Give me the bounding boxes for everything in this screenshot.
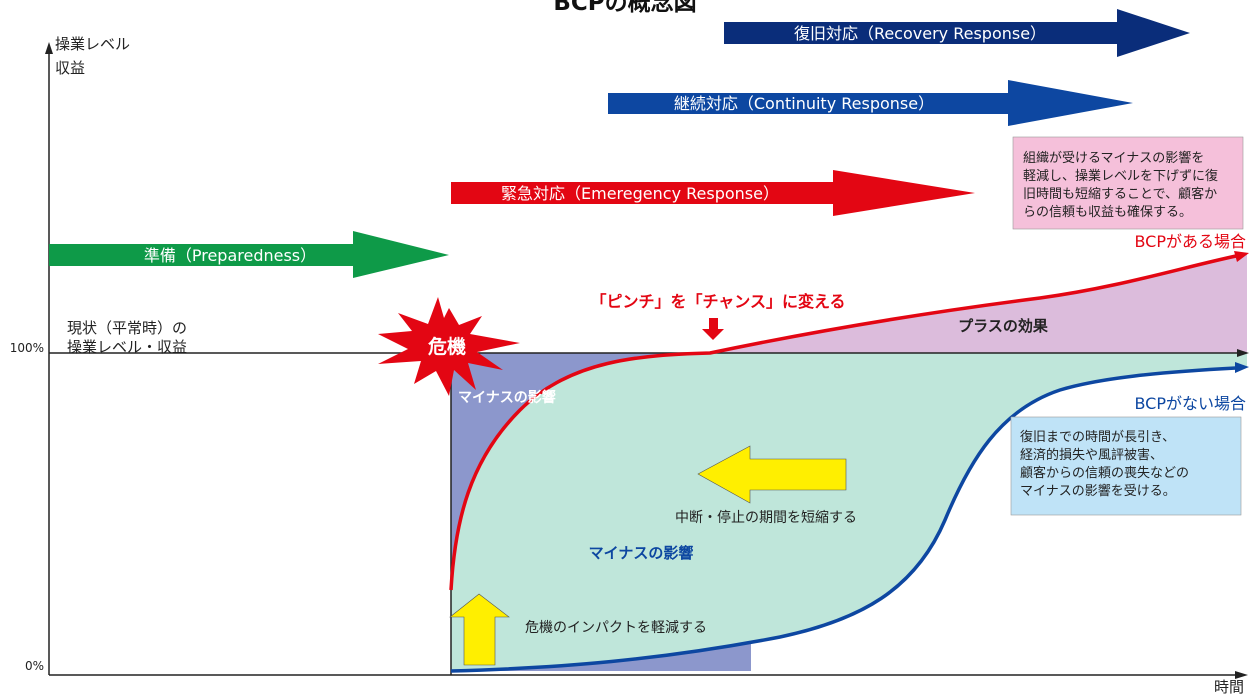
continuity-response-label: 継続対応（Continuity Response） [674,94,934,113]
with-bcp-note-line: 旧時間も短縮することで、顧客か [1023,186,1217,202]
baseline-arrowhead [1237,349,1249,357]
preparedness-arrow: 準備（Preparedness） [49,231,449,278]
x-axis-arrowhead [1235,671,1248,679]
reduce-impact-label: 危機のインパクトを軽減する [525,619,707,636]
with-bcp-label: BCPがある場合 [1134,232,1246,251]
continuity-response-arrow: 継続対応（Continuity Response） [608,80,1133,126]
minus-impact-lower-label: マイナスの影響 [589,544,694,562]
x-axis-label: 時間 [1214,678,1244,695]
diagram-title: BCPの概念図 [553,0,696,16]
tick-100-percent: 100% [10,341,44,355]
without-bcp-label: BCPがない場合 [1134,394,1246,413]
preparedness-label: 準備（Preparedness） [144,246,316,265]
emergency-response-label: 緊急対応（Emeregency Response） [501,184,779,203]
without-bcp-note: 復旧までの時間が長引き、 経済的損失や風評被害、 顧客からの信頼の喪失などの マ… [1010,416,1242,516]
baseline-label-line1: 現状（平常時）の [67,319,187,337]
with-bcp-arrowhead [1234,251,1249,262]
pinch-down-arrow-icon [702,318,724,340]
minus-impact-upper-label: マイナスの影響 [458,389,556,406]
with-bcp-curve [449,254,1237,591]
recovery-response-arrow: 復旧対応（Recovery Response） [724,9,1190,57]
without-bcp-curve [450,366,1237,673]
shorten-downtime-label: 中断・停止の期間を短縮する [675,509,857,526]
without-bcp-arrowhead [1235,362,1249,373]
without-bcp-note-line: マイナスの影響を受ける。 [1020,483,1176,499]
without-bcp-note-line: 経済的損失や風評被害、 [1020,447,1163,463]
reduce-impact-arrow-icon [449,593,510,666]
without-bcp-note-line: 復旧までの時間が長引き、 [1020,429,1175,445]
recovery-response-label: 復旧対応（Recovery Response） [794,24,1046,43]
with-bcp-note-line: らの信頼も収益も確保する。 [1023,204,1192,220]
y-axis-arrowhead [45,42,53,54]
crisis-label: 危機 [428,335,466,358]
with-bcp-note-line: 軽減し、操業レベルを下げずに復 [1023,168,1218,184]
emergency-response-arrow: 緊急対応（Emeregency Response） [451,170,975,216]
with-bcp-note-line: 組織が受けるマイナスの影響を [1023,150,1204,166]
recovery-gap-area [451,353,1247,671]
y-axis-label-profit: 収益 [55,59,85,77]
pinch-to-chance-label: 「ピンチ」を「チャンス」に変える [590,292,845,311]
y-axis-label-level: 操業レベル [55,35,130,53]
baseline-label-line2: 操業レベル・収益 [67,338,187,356]
with-bcp-note: 組織が受けるマイナスの影響を 軽減し、操業レベルを下げずに復 旧時間も短縮するこ… [1012,136,1244,230]
without-bcp-note-line: 顧客からの信頼の喪失などの [1020,465,1189,481]
plus-effect-label: プラスの効果 [958,317,1049,335]
crisis-burst: 危機 [378,297,520,396]
shorten-downtime-arrow-icon [697,445,847,504]
tick-0-percent: 0% [25,659,44,673]
